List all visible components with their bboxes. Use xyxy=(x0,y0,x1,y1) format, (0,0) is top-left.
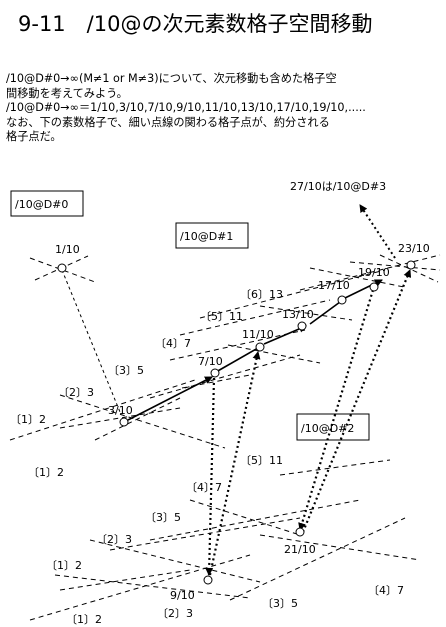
paragraph-line: 格子点だ。 xyxy=(6,130,62,143)
mid-line-labels: 〔5〕11 〔4〕7 xyxy=(186,454,283,494)
paragraph-line: 間移動を考えてみよう。 xyxy=(6,86,128,100)
svg-text:11/10: 11/10 xyxy=(242,328,274,341)
box-d1: /10@D#1 xyxy=(175,222,249,249)
dimension-moves xyxy=(205,269,412,576)
box-d0-label: /10@D#0 xyxy=(15,198,68,211)
svg-text:〔4〕7: 〔4〕7 xyxy=(186,481,222,494)
svg-text:23/10: 23/10 xyxy=(398,242,430,255)
svg-text:〔1〕2: 〔1〕2 xyxy=(28,466,64,479)
point-9-10 xyxy=(203,575,213,585)
paragraph-line: なお、下の素数格子で、細い点線の関わる格子点が、約分される xyxy=(6,115,330,129)
svg-text:〔5〕11: 〔5〕11 xyxy=(240,454,283,467)
point-19-10 xyxy=(369,282,379,292)
svg-text:17/10: 17/10 xyxy=(318,279,350,292)
svg-text:〔2〕3: 〔2〕3 xyxy=(58,386,94,399)
lower-line-labels: 〔3〕5 〔2〕3 〔1〕2 〔1〕2 〔2〕3 〔3〕5 〔4〕7 xyxy=(46,511,404,626)
box-d0: /10@D#0 xyxy=(10,190,84,217)
svg-text:3/10: 3/10 xyxy=(108,404,133,417)
svg-text:19/10: 19/10 xyxy=(358,266,390,279)
svg-text:1/10: 1/10 xyxy=(55,243,80,256)
page-title: 9-11 /10@の次元素数格子空間移動 xyxy=(18,12,373,36)
svg-text:〔2〕3: 〔2〕3 xyxy=(157,607,193,620)
link-1-to-3 xyxy=(61,269,121,413)
point-1-10 xyxy=(57,263,67,273)
svg-text:〔1〕2: 〔1〕2 xyxy=(66,613,102,626)
lattice-points xyxy=(57,260,416,585)
lower-lattice-lines xyxy=(29,459,421,621)
svg-text:7/10: 7/10 xyxy=(198,355,223,368)
svg-text:〔6〕13: 〔6〕13 xyxy=(240,288,283,301)
box-d2: /10@D#2 xyxy=(296,413,370,441)
point-3-10 xyxy=(119,417,129,427)
paragraph-line: /10@D#0→∞＝1/10,3/10,7/10,9/10,11/10,13/1… xyxy=(6,101,366,114)
intro-paragraph: /10@D#0→∞(M≠1 or M≠3)について、次元移動も含めた格子空 間移… xyxy=(6,72,442,145)
point-17-10 xyxy=(337,295,347,305)
point-labels: 1/10 3/10 7/10 11/10 13/10 17/10 19/10 2… xyxy=(55,242,430,602)
box-d2-label: /10@D#2 xyxy=(301,422,354,435)
svg-text:9/10: 9/10 xyxy=(170,589,195,602)
arrow-note: 27/10は/10@D#3 xyxy=(290,180,386,193)
svg-text:13/10: 13/10 xyxy=(282,308,314,321)
svg-text:〔3〕5: 〔3〕5 xyxy=(108,364,144,377)
svg-text:〔2〕3: 〔2〕3 xyxy=(96,533,132,546)
svg-text:〔5〕11: 〔5〕11 xyxy=(200,310,243,323)
svg-text:〔4〕7: 〔4〕7 xyxy=(155,337,191,350)
paragraph-line: /10@D#0→∞(M≠1 or M≠3)について、次元移動も含めた格子空 xyxy=(6,72,337,85)
svg-text:〔3〕5: 〔3〕5 xyxy=(145,511,181,524)
point-11-10 xyxy=(255,342,265,352)
arrow-to-d3 xyxy=(359,204,396,259)
box-d1-label: /10@D#1 xyxy=(180,230,233,243)
point-13-10 xyxy=(297,321,307,331)
svg-text:21/10: 21/10 xyxy=(284,543,316,556)
point-21-10 xyxy=(295,527,305,537)
svg-text:〔4〕7: 〔4〕7 xyxy=(368,584,404,597)
svg-text:〔1〕2: 〔1〕2 xyxy=(10,413,46,426)
point-23-10 xyxy=(406,260,416,270)
svg-text:〔3〕5: 〔3〕5 xyxy=(262,597,298,610)
upper-line-labels: 〔1〕2 〔1〕2 〔2〕3 〔3〕5 〔4〕7 〔5〕11 〔6〕13 xyxy=(10,288,283,479)
svg-text:〔1〕2: 〔1〕2 xyxy=(46,559,82,572)
point-7-10 xyxy=(210,368,220,378)
